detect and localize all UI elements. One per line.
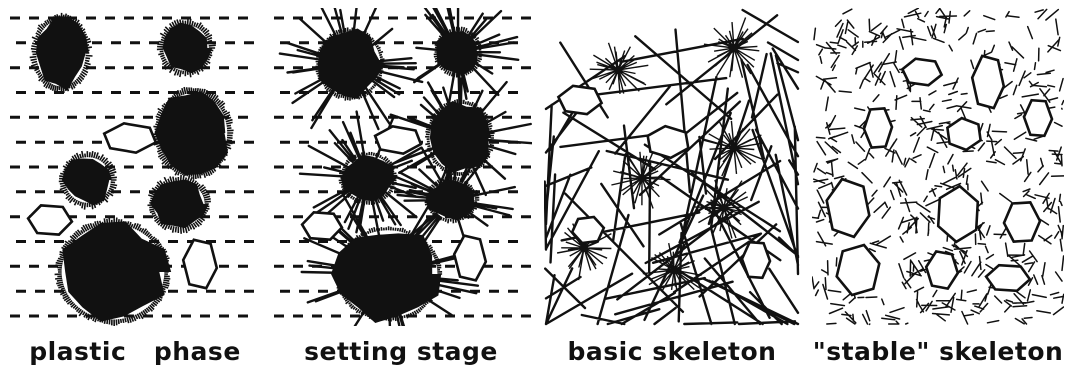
hydrate-core (638, 174, 646, 182)
aggregate-crystal (742, 242, 770, 278)
aggregate-crystal (28, 205, 72, 234)
aggregate-crystal (183, 240, 217, 288)
cement-grain (62, 221, 171, 321)
hydrate-core (720, 204, 728, 212)
setting-stage-panel (270, 8, 532, 326)
cement-grain (331, 233, 441, 323)
aggregate-crystal (375, 126, 421, 153)
plastic-phase-drawing (6, 8, 264, 326)
plastic-phase-panel (6, 8, 264, 326)
caption-stable-skeleton: "stable" skeleton (812, 336, 1064, 368)
setting-stage-drawing (270, 8, 532, 326)
caption-basic-skeleton: basic skeleton (544, 336, 800, 368)
caption-setting-stage: setting stage (270, 336, 532, 368)
aggregate-crystal (926, 251, 958, 288)
caption-plastic-phase: plastic phase (6, 336, 264, 368)
aggregate-crystal (947, 118, 980, 150)
aggregate-crystal (972, 56, 1004, 108)
hydrate-core (614, 66, 622, 74)
stable-skeleton-drawing (812, 8, 1064, 326)
hydrate-core (670, 266, 678, 274)
basic-skeleton-panel (544, 8, 800, 326)
basic-skeleton-drawing (544, 8, 800, 326)
aggregate-crystal (572, 217, 604, 243)
aggregate-crystal (302, 212, 342, 239)
aggregate-crystal (938, 186, 978, 242)
aggregate-crystal (104, 123, 156, 152)
aggregate-crystal (1024, 100, 1052, 136)
aggregate-crystal (648, 126, 689, 158)
hydrate-core (730, 144, 738, 152)
hydrate-core (730, 44, 738, 52)
aggregate-crystal (837, 245, 880, 295)
aggregate-crystal (558, 86, 601, 114)
hydrate-core (580, 244, 588, 252)
aggregate-crystal (864, 108, 892, 147)
aggregate-crystal (902, 59, 941, 86)
stable-skeleton-panel (812, 8, 1064, 326)
aggregate-crystal (1004, 202, 1040, 241)
